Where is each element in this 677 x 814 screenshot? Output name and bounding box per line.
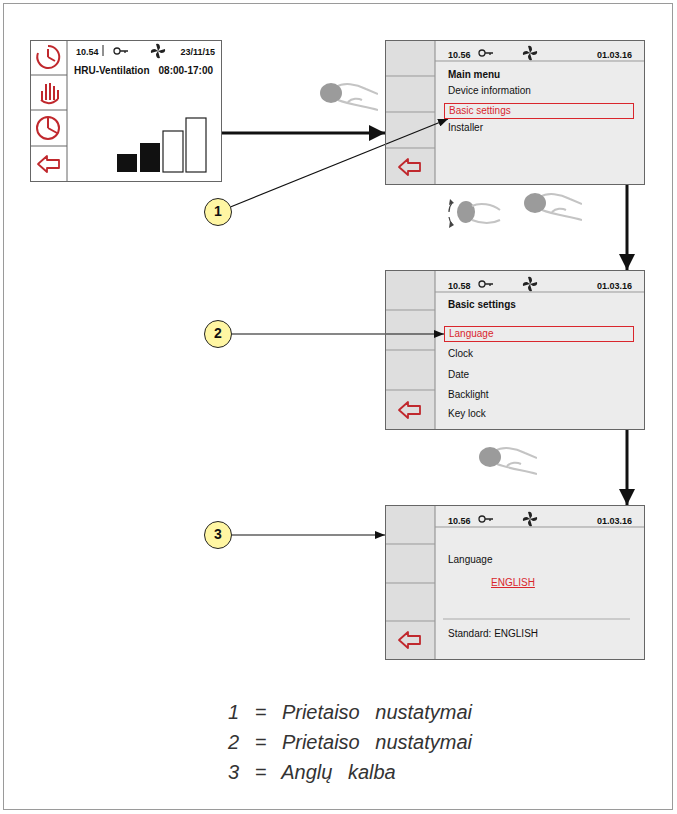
main-menu-screen [385,40,645,185]
screen-text: 01.03.16 [597,515,632,527]
callout-number: 1 [205,203,231,219]
basic-settings-screen [385,270,645,430]
device-screen: 10.54 23/11/15HRU-Ventilation 08:00-17:00 [30,40,222,182]
callout-circle: 1 [204,198,232,226]
device-screen: 10.58 01.03.16Basic settingsClockDateBack… [385,270,645,430]
screen-text: Language [449,328,494,340]
screen-text: Clock [448,348,473,360]
screen-text: Basic settings [448,299,516,311]
screen-text: 10.58 [448,280,471,292]
key-text: 2 = Prietaiso nustatymai [228,730,472,754]
screen-text: ENGLISH [491,577,535,589]
screen-text: Key lock [448,408,486,420]
screen-text: 10.56 [448,515,471,527]
screen-text: Basic settings [449,105,511,117]
menu-highlight: Language [444,326,634,342]
callout-circle: 3 [204,521,232,549]
key-text: 3 = Anglų kalba [228,760,396,784]
screen-text: Language [448,554,493,566]
screen-text: 23/11/15 [180,46,215,58]
device-screen: 10.56 01.03.16Main menuDevice information… [385,40,645,185]
screen-text: Date [448,369,469,381]
callout-number: 2 [205,325,231,341]
screen-text: Backlight [448,389,489,401]
page-frame [4,4,673,810]
screen-text: 10.54 [76,46,99,58]
screen-text: 01.03.16 [597,280,632,292]
screen-text: 10.56 [448,49,471,61]
leader-line [232,534,385,535]
screen-text: 01.03.16 [597,49,632,61]
callout-number: 3 [205,526,231,542]
leader-line [231,119,448,207]
flow-arrow [626,430,629,505]
home-screen [30,40,222,182]
key-text: 1 = Prietaiso nustatymai [228,700,472,724]
screen-text: Main menu [448,69,500,81]
leader-line [232,333,444,334]
screen-text: Standard: ENGLISH [448,628,538,640]
hand-icons [320,83,582,474]
callout-circle: 2 [204,320,232,348]
flow-arrow [626,185,629,270]
screen-text: Device information [448,85,531,97]
menu-highlight: Basic settings [444,103,634,119]
screen-text: Installer [448,122,483,134]
device-screen: 10.56 01.03.16LanguageENGLISH Standard: EN… [385,505,645,660]
screen-text: 08:00-17:00 [159,65,213,77]
language-screen [385,505,645,660]
flow-arrow [222,132,385,135]
screen-text: HRU-Ventilation [74,65,150,77]
